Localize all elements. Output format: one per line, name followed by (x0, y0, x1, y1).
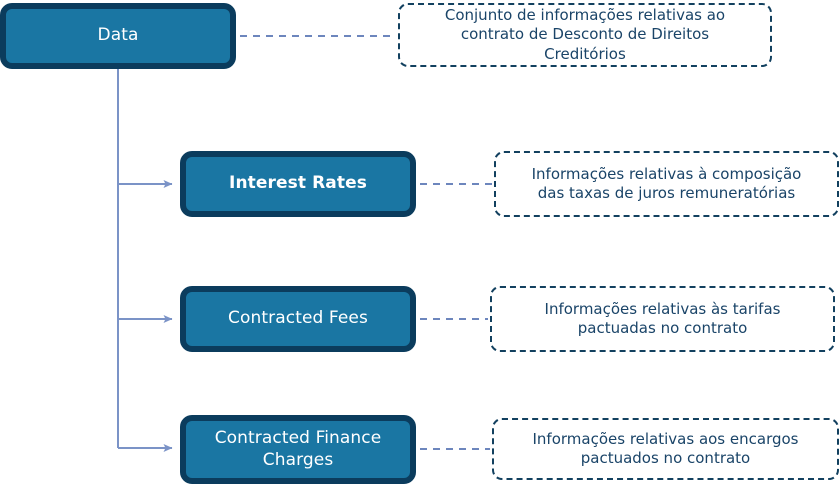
note-contracted-fees: Informações relativas às tarifas pactuad… (490, 286, 835, 352)
node-contracted-fees[interactable]: Contracted Fees (180, 286, 416, 352)
note-data: Conjunto de informações relativas ao con… (398, 3, 772, 67)
note-interest-rates: Informações relativas à composição das t… (494, 151, 839, 217)
note-interest-rates-text: Informações relativas à composição das t… (531, 164, 802, 203)
note-contracted-finance-charges-text: Informações relativas aos encargos pactu… (532, 429, 799, 468)
node-contracted-finance-charges[interactable]: Contracted Finance Charges (180, 415, 416, 484)
node-interest-rates[interactable]: Interest Rates (180, 151, 416, 217)
note-contracted-finance-charges: Informações relativas aos encargos pactu… (492, 418, 839, 480)
note-data-text: Conjunto de informações relativas ao con… (444, 5, 726, 63)
note-contracted-fees-text: Informações relativas às tarifas pactuad… (544, 299, 781, 338)
node-data[interactable]: Data (0, 3, 236, 69)
node-contracted-fees-label: Contracted Fees (228, 308, 368, 329)
node-interest-rates-label: Interest Rates (229, 173, 367, 194)
node-data-label: Data (97, 25, 139, 46)
node-contracted-finance-charges-label: Contracted Finance Charges (214, 428, 382, 470)
